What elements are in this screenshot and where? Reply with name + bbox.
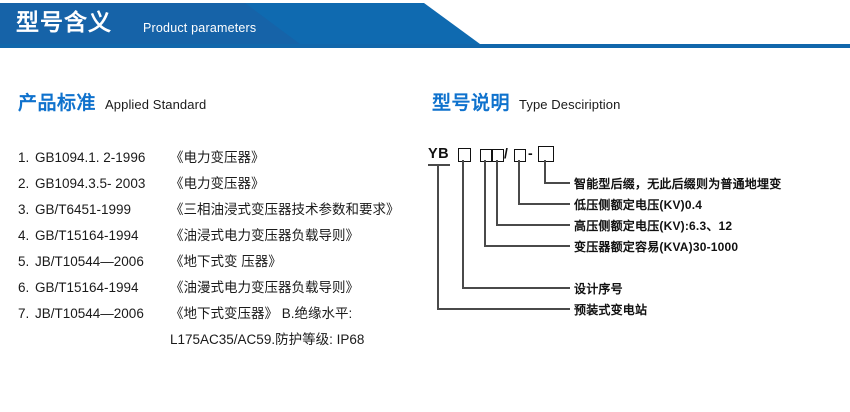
list-item-code: GB1094.1. 2-1996 [35,150,146,165]
list-item-name: 《地下式变压器》 B.绝缘水平: [170,306,353,321]
list-item-code: JB/T10544—2006 [35,254,144,269]
model-box-4 [514,149,526,162]
leader-vline-capacity [484,160,486,246]
diagram-label-low-voltage: 低压侧额定电压(KV)0.4 [574,198,703,212]
list-item-number: 1. [18,150,30,165]
list-item-number: 3. [18,202,30,217]
list-item-number: 7. [18,306,30,321]
banner-title-en: Product parameters [143,21,257,35]
list-item: 4. GB/T15164-1994 《油浸式电力变压器负载导则》 [18,223,438,249]
list-item: 2. GB1094.3.5- 2003 《电力变压器》 [18,171,438,197]
list-item-number: 5. [18,254,30,269]
leader-hline-low-voltage [518,203,570,205]
list-item-name: 《油浸式电力变压器负载导则》 [170,228,359,243]
leader-vline-design-serial [462,160,464,288]
leader-hline-high-voltage [496,224,570,226]
list-item: 1. GB1094.1. 2-1996 《电力变压器》 [18,145,438,171]
type-section-heading: 型号说明 Type Desciription [432,88,620,115]
list-item: 7. JB/T10544—2006 《地下式变压器》 B.绝缘水平: [18,301,438,327]
standards-section-heading: 产品标准 Applied Standard [18,88,206,115]
diagram-label-substation: 预装式变电站 [574,303,648,317]
model-separator-dash: - [528,145,533,161]
list-item-name: 《油漫式电力变压器负载导则》 [170,280,359,295]
standards-list: 1. GB1094.1. 2-1996 《电力变压器》 2. GB1094.3.… [18,145,438,353]
banner-title-cn: 型号含义 [16,9,112,35]
leader-hline-substation [437,308,570,310]
model-prefix-underline [428,164,450,166]
list-item: 3. GB/T6451-1999 《三相油浸式变压器技术参数和要求》 [18,197,438,223]
leader-hline-suffix [544,182,570,184]
list-item-name: 《电力变压器》 [170,150,265,165]
list-item-name: 《电力变压器》 [170,176,265,191]
list-item: 5. JB/T10544—2006 《地下式变 压器》 [18,249,438,275]
standards-heading-en: Applied Standard [105,97,207,112]
diagram-label-design-serial: 设计序号 [574,282,623,296]
model-box-3 [492,149,504,162]
list-item-code: GB/T15164-1994 [35,280,139,295]
model-code-diagram: YB / - 智能型后缀，无此后缀则为普通地埋变 低压侧额定电压(KV)0.4 … [424,140,844,340]
leader-vline-substation [437,164,439,309]
standards-heading-cn: 产品标准 [18,93,97,114]
list-item-code: JB/T10544—2006 [35,306,144,321]
leader-vline-low-voltage [518,160,520,204]
list-item-code: GB/T15164-1994 [35,228,139,243]
list-item-name: 《地下式变 压器》 [170,254,282,269]
list-item-name: 《三相油浸式变压器技术参数和要求》 [170,202,400,217]
diagram-label-capacity: 变压器额定容易(KVA)30-1000 [574,240,739,254]
model-prefix-label: YB [428,146,450,162]
leader-hline-capacity [484,245,570,247]
list-item-code: GB1094.3.5- 2003 [35,176,146,191]
model-box-1 [458,148,471,162]
model-box-5 [538,146,554,162]
list-item-code: GB/T6451-1999 [35,202,132,217]
list-item: 6. GB/T15164-1994 《油漫式电力变压器负载导则》 [18,275,438,301]
list-item-continuation: L175AC35/AC59.防护等级: IP68 [170,332,365,347]
list-item-number: 4. [18,228,30,243]
model-separator-slash: / [504,145,508,161]
list-item-number: 6. [18,280,30,295]
diagram-label-high-voltage: 高压侧额定电压(KV):6.3、12 [574,219,733,233]
list-item-number: 2. [18,176,30,191]
leader-hline-design-serial [462,287,570,289]
model-box-2 [480,149,492,162]
page-header-banner: 型号含义 Product parameters [0,0,850,48]
banner-bottom-rule [0,44,850,48]
diagram-label-suffix: 智能型后缀，无此后缀则为普通地埋变 [574,177,782,191]
banner-dark-shape [0,3,300,44]
leader-vline-suffix [544,160,546,183]
leader-vline-high-voltage [496,160,498,225]
type-heading-cn: 型号说明 [432,93,511,114]
type-heading-en: Type Desciription [519,97,621,112]
